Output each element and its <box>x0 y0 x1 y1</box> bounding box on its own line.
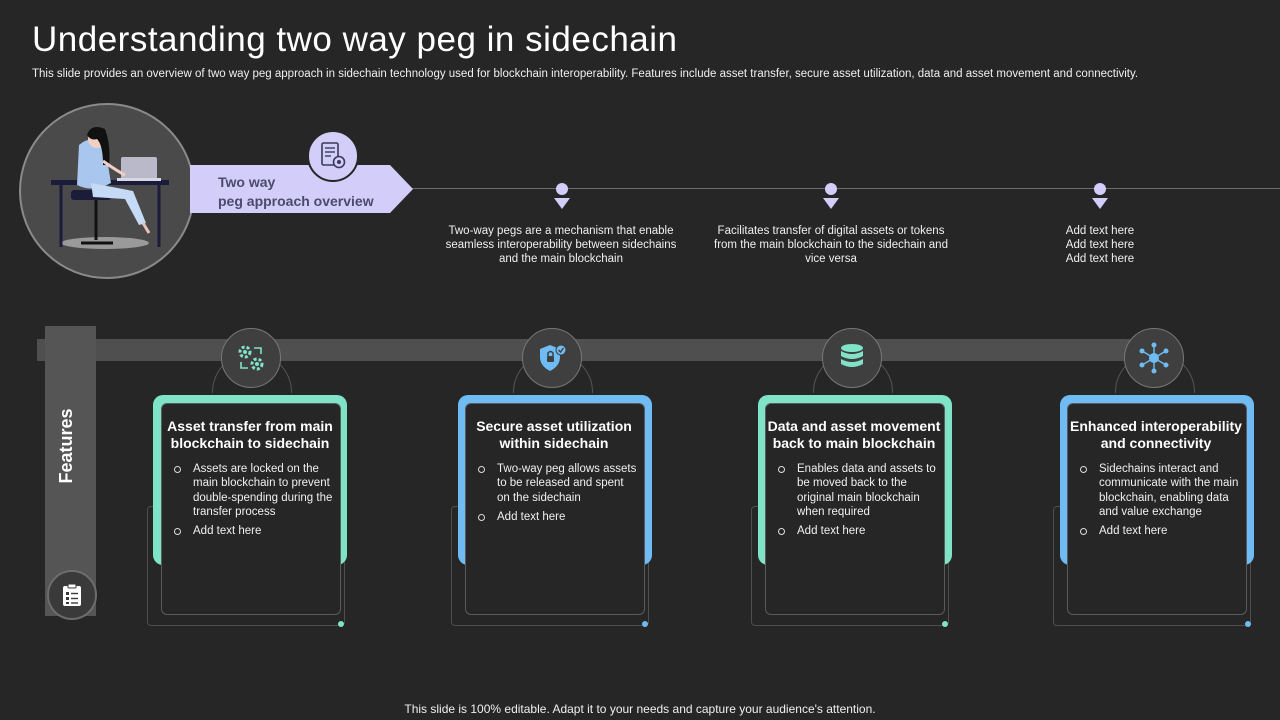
card-4-title: Enhanced interoperability and connectivi… <box>1070 418 1242 451</box>
card-3-dot <box>942 621 948 627</box>
peg-point-text-1: Two-way pegs are a mechanism that enable… <box>445 225 677 265</box>
card-4-bullet: Sidechains interact and communicate with… <box>1079 462 1239 519</box>
card-1-bullets: Assets are locked on the main blockchain… <box>173 462 333 543</box>
card-1-title: Asset transfer from main blockchain to s… <box>167 418 333 451</box>
page-title: Understanding two way peg in sidechain <box>32 20 678 59</box>
peg-point-marker-3 <box>1092 183 1108 209</box>
features-horizontal-bar <box>37 339 1157 361</box>
card-4-bullet: Add text here <box>1079 524 1239 538</box>
card-1-bullet: Assets are locked on the main blockchain… <box>173 462 333 519</box>
checklist-icon <box>47 570 97 620</box>
page-subtitle: This slide provides an overview of two w… <box>32 68 1139 80</box>
woman-at-laptop-illustration <box>19 103 195 279</box>
card-3-title: Data and asset movement back to main blo… <box>767 418 941 451</box>
card-1-bullet: Add text here <box>173 524 333 538</box>
features-vertical-bar <box>45 326 96 616</box>
card-4-bullets: Sidechains interact and communicate with… <box>1079 462 1239 543</box>
card-3-bullet: Enables data and assets to be moved back… <box>777 462 937 519</box>
gears-sync-icon <box>221 328 281 388</box>
card-2-bullets: Two-way peg allows assets to be released… <box>477 462 637 529</box>
card-1 <box>161 403 341 615</box>
peg-point-marker-2 <box>823 183 839 209</box>
card-4 <box>1067 403 1247 615</box>
card-3-bullet: Add text here <box>777 524 937 538</box>
database-icon <box>822 328 882 388</box>
card-4-dot <box>1245 621 1251 627</box>
card-2-dot <box>642 621 648 627</box>
card-3 <box>765 403 945 615</box>
card-2-bullet: Two-way peg allows assets to be released… <box>477 462 637 505</box>
peg-point-text-2: Facilitates transfer of digital assets o… <box>714 225 948 265</box>
card-1-dot <box>338 621 344 627</box>
card-3-bullets: Enables data and assets to be moved back… <box>777 462 937 543</box>
network-hub-icon <box>1124 328 1184 388</box>
shield-check-icon <box>522 328 582 388</box>
peg-point-text-3: Add text here Add text here Add text her… <box>1065 225 1135 265</box>
footer-note: This slide is 100% editable. Adapt it to… <box>404 702 876 716</box>
peg-timeline-line <box>190 188 1280 189</box>
card-2-title: Secure asset utilization within sidechai… <box>476 418 632 451</box>
document-gear-icon <box>307 130 359 182</box>
card-2-bullet: Add text here <box>477 510 637 524</box>
card-2 <box>465 403 645 615</box>
peg-point-marker-1 <box>554 183 570 209</box>
peg-overview-arrow <box>190 165 413 213</box>
features-label: Features <box>56 408 76 484</box>
peg-overview-label: Two way peg approach overview <box>218 174 374 209</box>
